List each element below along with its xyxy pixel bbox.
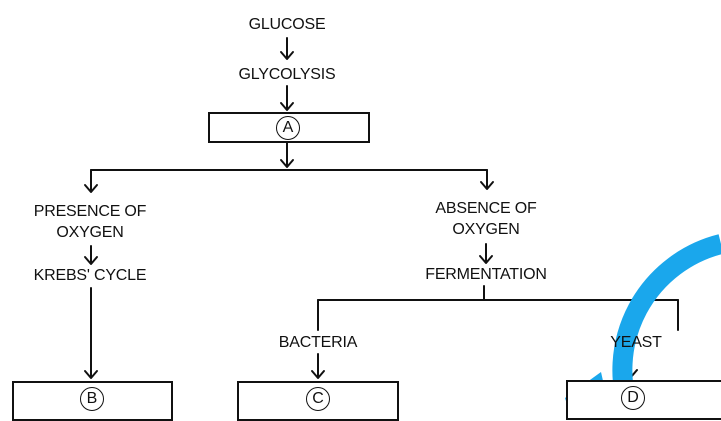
glucose-label: GLUCOSE <box>248 16 326 33</box>
presence-of-label: PRESENCE OF <box>33 203 147 220</box>
glycolysis-label: GLYCOLYSIS <box>238 66 336 83</box>
fermentation-label: FERMENTATION <box>425 266 547 283</box>
circle-label-a: A <box>276 116 300 140</box>
arrowhead-a-split <box>280 159 294 168</box>
arrowhead-oxygen-fermentation <box>479 255 493 264</box>
arrowhead-oxygen-krebs <box>84 256 98 265</box>
krebs-cycle-label: KREBS' CYCLE <box>33 267 147 284</box>
bacteria-label: BACTERIA <box>278 334 358 351</box>
box-d: D <box>566 380 721 420</box>
arrowhead-glucose-glycolysis <box>280 51 294 60</box>
box-a: A <box>208 112 370 143</box>
arrowhead-krebs-b <box>84 370 98 379</box>
presence-oxygen-label: OXYGEN <box>56 224 124 241</box>
circle-label-d: D <box>621 386 645 410</box>
absence-oxygen-label: OXYGEN <box>452 221 520 238</box>
box-c: C <box>237 381 399 421</box>
arrowhead-left-branch <box>84 184 98 193</box>
arrowhead-bacteria-c <box>311 370 325 379</box>
arrowhead-right-branch <box>480 181 494 190</box>
circle-label-c: C <box>306 387 330 411</box>
circle-label-b: B <box>80 387 104 411</box>
arrowhead-glycolysis-a <box>280 102 294 111</box>
yeast-label: YEAST <box>610 334 662 351</box>
box-b: B <box>12 381 173 421</box>
absence-of-label: ABSENCE OF <box>435 200 537 217</box>
